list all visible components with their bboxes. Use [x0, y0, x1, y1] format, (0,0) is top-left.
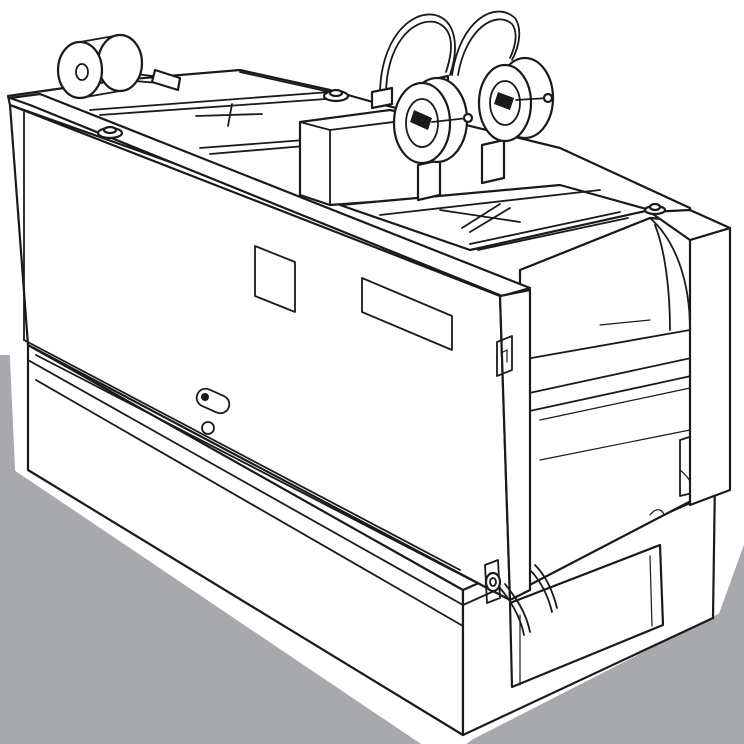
bolt-rear	[322, 88, 350, 103]
side-indicator	[496, 335, 513, 377]
base-plinth	[26, 343, 717, 737]
corner-post	[648, 208, 732, 507]
spool-arc-right	[451, 10, 521, 76]
bolt-front	[96, 125, 124, 140]
spool-left	[392, 76, 474, 202]
spool-right	[477, 56, 555, 185]
front-cabinet	[8, 92, 532, 602]
rear-spool	[56, 33, 182, 100]
right-deck-panel	[338, 183, 652, 252]
spool-arc-left	[379, 13, 456, 96]
cable-gland	[484, 559, 502, 604]
power-cables	[499, 564, 558, 636]
right-face	[518, 216, 714, 592]
bolt-right	[643, 202, 667, 216]
